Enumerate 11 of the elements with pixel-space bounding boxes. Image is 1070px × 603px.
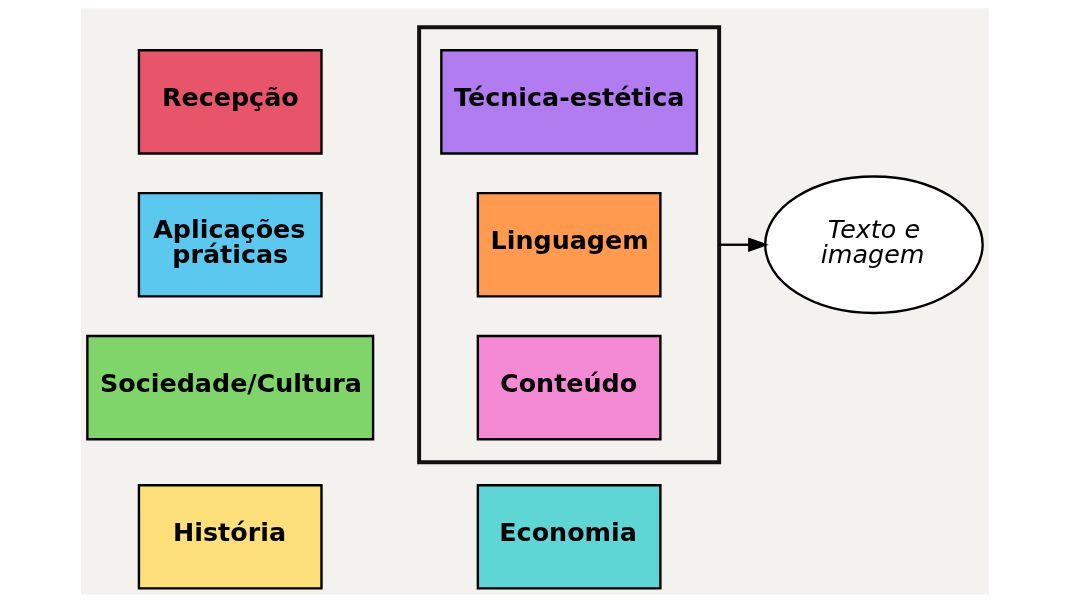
node-box: Recepção (137, 49, 323, 155)
node-box: Técnica-estética (440, 49, 699, 155)
arrow (719, 237, 769, 252)
node-box: Aplicações práticas (137, 191, 323, 298)
node-box: Linguagem (476, 191, 662, 298)
node-box: Economia (476, 484, 662, 590)
cluster (417, 25, 722, 465)
node-box: Conteúdo (476, 334, 662, 441)
node-box: História (137, 484, 323, 590)
node-ellipse: Texto e imagem (763, 175, 984, 315)
node-box: Sociedade/Cultura (86, 334, 375, 441)
